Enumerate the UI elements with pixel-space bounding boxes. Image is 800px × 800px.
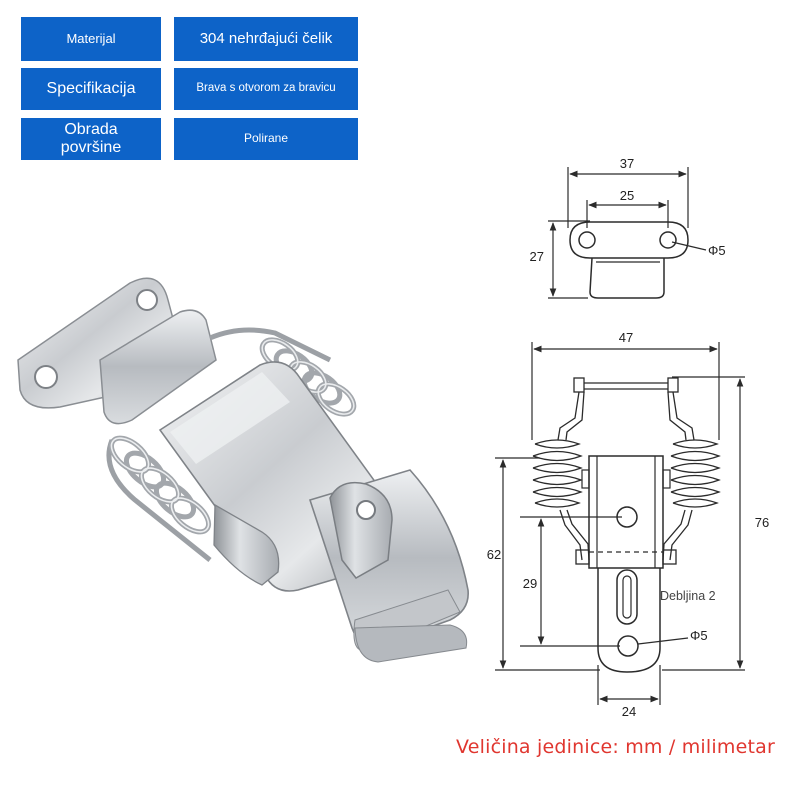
top-view-drawing <box>548 167 707 299</box>
dim-top-hole-spacing: 25 <box>620 188 634 203</box>
spec-value-surface: Polirane <box>174 118 358 160</box>
thickness-note: Debljina 2 <box>660 589 716 603</box>
spec-label-specification: Specifikacija <box>21 68 161 110</box>
dim-front-width: 47 <box>619 330 633 345</box>
spec-table: Materijal 304 nehrđajući čelik Specifika… <box>0 0 800 170</box>
dim-front-height-body: 62 <box>487 547 501 562</box>
latch-product-illustration <box>17 277 469 663</box>
unit-note: Veličina jedinice: mm / milimetar <box>456 736 775 758</box>
front-view-drawing <box>495 342 745 705</box>
dim-top-width-overall: 37 <box>620 156 634 171</box>
dim-front-hole-to-bottom: 29 <box>523 576 537 591</box>
spec-label-surface: Obrada površine <box>21 118 161 160</box>
spec-value-material: 304 nehrđajući čelik <box>174 17 358 61</box>
dim-front-base-width: 24 <box>622 704 636 719</box>
dim-top-hole-diameter: Φ5 <box>708 243 726 258</box>
spec-value-specification: Brava s otvorom za bravicu <box>174 68 358 110</box>
spec-label-material: Materijal <box>21 17 161 61</box>
dim-front-height-overall: 76 <box>755 515 769 530</box>
dim-top-height: 27 <box>530 249 544 264</box>
dim-front-hole-diameter: Φ5 <box>690 628 708 643</box>
